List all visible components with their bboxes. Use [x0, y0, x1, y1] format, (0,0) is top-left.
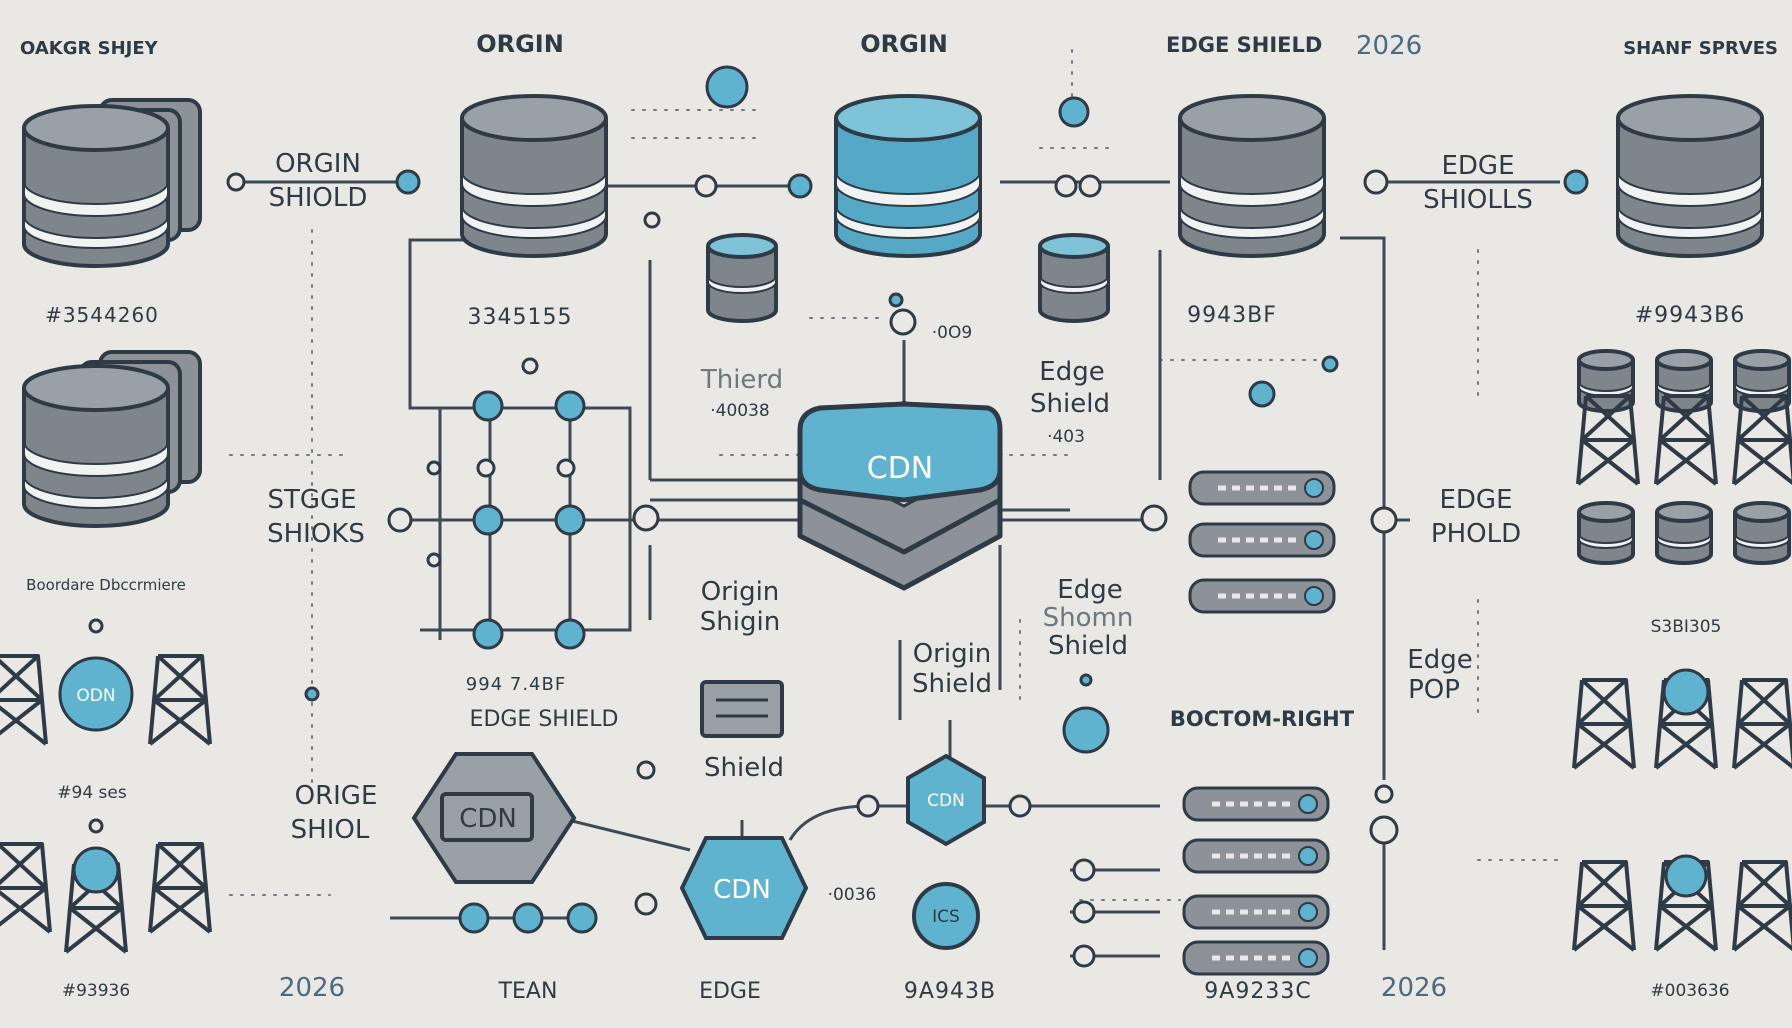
label-origie-line2: SHIOL — [291, 815, 370, 845]
code-9: #94 ses — [57, 783, 127, 803]
header-edge-shield: EDGE SHIELD — [1166, 33, 1322, 57]
footer-code-right: 9A9233C — [1204, 979, 1311, 1004]
label-edge-shiolls-line2: SHIOLLS — [1423, 185, 1533, 215]
code-1: #3544260 — [45, 303, 159, 327]
cdn-hub: CDN — [796, 400, 1004, 591]
code-6: ·403 — [1047, 427, 1085, 447]
footer-row: 2026 TEAN EDGE 9A943B 9A9233C 2026 — [279, 973, 1447, 1004]
label-boundary: Boordare Dbccrmiere — [26, 576, 186, 594]
tower-cdn-node — [58, 656, 134, 732]
dotted-guides — [229, 49, 1561, 901]
label-stage-line2: SHIOKS — [267, 519, 365, 549]
footer-edge: EDGE — [699, 979, 761, 1004]
label-origin-shign-line2: Shigin — [700, 607, 780, 637]
footer-year-left: 2026 — [279, 973, 345, 1003]
code-7: ·0O9 — [932, 323, 972, 343]
label-origie-line1: ORIGE — [295, 781, 378, 811]
footer-year-right: 2026 — [1381, 973, 1447, 1003]
cdn-hub-label: CDN — [867, 451, 934, 486]
hex-cdn-1-label: CDN — [459, 804, 517, 834]
label-origin-shield-center-line1: Origin — [913, 639, 992, 669]
header-origin-1: ORGIN — [476, 30, 564, 58]
antenna-towers: ODN — [0, 394, 1792, 954]
header-year: 2026 — [1356, 31, 1422, 61]
hex-cdn-nodes: CDN CDN CDN ICS — [411, 680, 986, 950]
code-2: 3345155 — [468, 305, 573, 330]
code-11: ·0036 — [828, 885, 877, 905]
label-edge-phold-line2: PHOLD — [1431, 519, 1521, 549]
header-row: OAKGR SHJEY ORGIN ORGIN EDGE SHIELD 2026… — [20, 30, 1778, 61]
label-edge-pop-line2: POP — [1408, 675, 1460, 705]
code-4: #9943B6 — [1635, 303, 1746, 328]
code-labels: #3544260 3345155 9943BF #9943B6 ·40038 ·… — [45, 303, 1746, 1001]
label-edge-shield-low: EDGE SHIELD — [470, 707, 619, 732]
label-edge-phold-line1: EDGE — [1439, 485, 1512, 515]
circle-node-label: ICS — [932, 907, 960, 927]
footer-team: TEAN — [498, 979, 558, 1004]
label-shield-low: Shield — [704, 753, 784, 783]
label-bottom-right: BOCTOM-RIGHT — [1170, 707, 1355, 731]
code-12: #93936 — [62, 981, 130, 1001]
header-top-right: SHANF SPRVES — [1623, 38, 1778, 59]
database-stacks — [22, 94, 1791, 565]
label-origin-shield-center-line2: Shield — [912, 669, 992, 699]
hex-cdn-3-label: CDN — [927, 791, 965, 811]
header-top-left: OAKGR SHJEY — [20, 38, 159, 59]
code-8: 994 7.4BF — [466, 674, 566, 695]
label-edge-shomn-line1: Edge — [1057, 575, 1122, 605]
label-edge-shomn-line3: Shield — [1048, 631, 1128, 661]
node-labels: ORGIN SHIOLD EDGE SHIOLLS STGGE SHIOKS E… — [26, 149, 1533, 845]
label-shield-mid: Thierd — [700, 365, 783, 395]
header-origin-2: ORGIN — [860, 30, 948, 58]
label-stage-line1: STGGE — [267, 485, 356, 515]
label-edge-shomn-line2: Shomn — [1043, 603, 1134, 633]
label-edge-shiolls-line1: EDGE — [1441, 151, 1514, 181]
footer-code-mid: 9A943B — [904, 979, 996, 1004]
code-5: ·40038 — [710, 401, 769, 421]
label-edge-shield-mid-line2: Shield — [1030, 389, 1110, 419]
label-origin-shield-line1: ORGIN — [275, 149, 361, 179]
tower-cdn-label: ODN — [76, 686, 115, 706]
code-3: 9943BF — [1187, 303, 1277, 328]
label-edge-shield-mid-line1: Edge — [1039, 357, 1104, 387]
hex-cdn-2-label: CDN — [713, 875, 771, 905]
label-origin-shign-line1: Origin — [701, 577, 780, 607]
label-origin-shield-line2: SHIOLD — [269, 183, 368, 213]
label-edge-pop-line1: Edge — [1407, 645, 1472, 675]
code-10: S3BI305 — [1651, 617, 1722, 637]
code-13: #003636 — [1650, 981, 1729, 1001]
